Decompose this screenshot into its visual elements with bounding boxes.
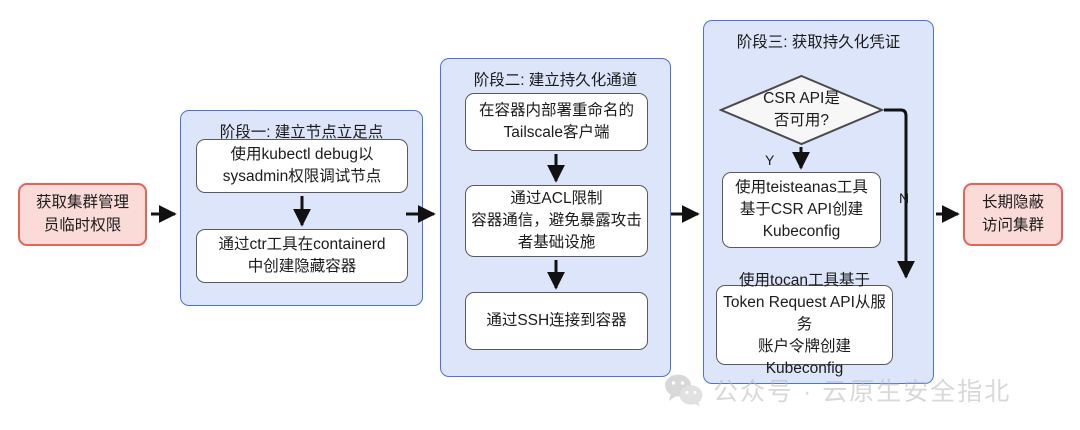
watermark-text: 公众号 · 云原生安全指北	[713, 378, 1012, 406]
phase-1-title: 阶段一: 建立节点立足点	[219, 124, 384, 141]
start-node[interactable]: 获取集群管理 员临时权限	[18, 183, 147, 246]
phase-2-step-3-label: 通过SSH连接到容器	[486, 312, 627, 329]
branch-label-no: N	[899, 190, 910, 206]
phase-3-step-1[interactable]: 使用teisteanas工具 基于CSR API创建 Kubeconfig	[722, 172, 881, 248]
phase-3-step-1-label: 使用teisteanas工具 基于CSR API创建 Kubeconfig	[735, 179, 868, 240]
phase-3-step-2-label: 使用tocan工具基于 Token Request API从服务 账户令牌创建K…	[723, 272, 886, 377]
phase-3-decision[interactable]: CSR API是 否可用?	[719, 74, 884, 146]
phase-1-step-1-label: 使用kubectl debug以 sysadmin权限调试节点	[222, 146, 382, 185]
phase-2-title: 阶段二: 建立持久化通道	[473, 72, 638, 89]
phase-3-step-2[interactable]: 使用tocan工具基于 Token Request API从服务 账户令牌创建K…	[716, 272, 893, 377]
phase-2-step-2-label: 通过ACL限制 容器通信，避免暴露攻击 者基础设施	[471, 190, 642, 251]
phase-2-step-1[interactable]: 在容器内部署重命名的 Tailscale客户端	[465, 93, 648, 151]
diamond-shape	[719, 74, 884, 146]
phase-1-step-2[interactable]: 通过ctr工具在containerd 中创建隐藏容器	[196, 229, 408, 283]
phase-3-title: 阶段三: 获取持久化凭证	[736, 34, 901, 51]
phase-2-step-1-label: 在容器内部署重命名的 Tailscale客户端	[478, 102, 634, 141]
phase-1-step-2-label: 通过ctr工具在containerd 中创建隐藏容器	[218, 236, 386, 275]
start-node-label: 获取集群管理 员临时权限	[35, 194, 129, 234]
phase-1-step-1[interactable]: 使用kubectl debug以 sysadmin权限调试节点	[196, 139, 408, 193]
watermark: 公众号 · 云原生安全指北	[664, 372, 1011, 408]
branch-label-yes: Y	[765, 152, 775, 168]
phase-2-step-3[interactable]: 通过SSH连接到容器	[465, 292, 648, 350]
phase-3-decision-label: CSR API是 否可用?	[763, 90, 840, 129]
end-node[interactable]: 长期隐蔽 访问集群	[963, 183, 1063, 246]
phase-2-step-2[interactable]: 通过ACL限制 容器通信，避免暴露攻击 者基础设施	[465, 185, 648, 257]
wechat-icon	[665, 374, 703, 407]
end-node-label: 长期隐蔽 访问集群	[981, 194, 1044, 234]
